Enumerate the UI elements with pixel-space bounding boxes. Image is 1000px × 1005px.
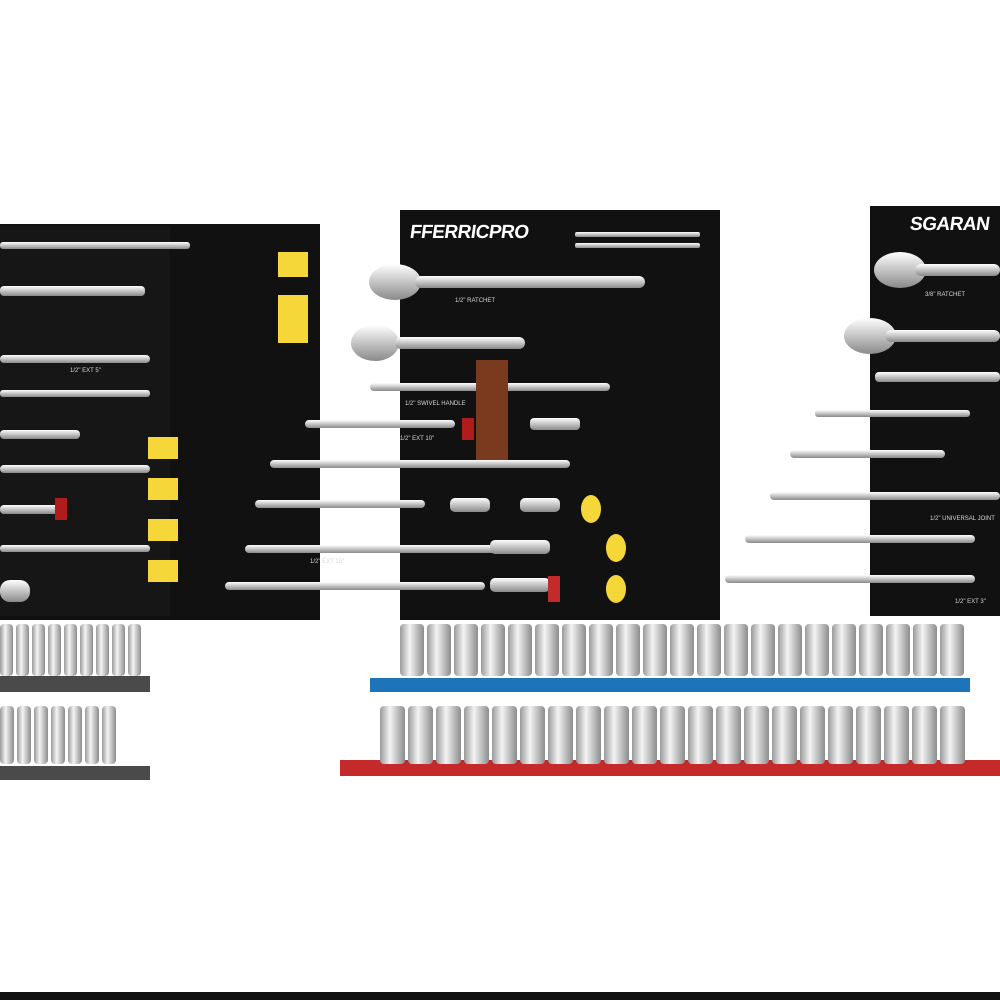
socket xyxy=(17,706,31,764)
socket xyxy=(697,624,721,676)
socket xyxy=(51,706,65,764)
socket xyxy=(548,706,573,764)
socket xyxy=(68,706,82,764)
socket xyxy=(800,706,825,764)
socket xyxy=(604,706,629,764)
socket xyxy=(913,624,937,676)
label-ext10: 1/2" EXT 10" xyxy=(400,436,434,442)
socket xyxy=(492,706,517,764)
socket xyxy=(0,706,14,764)
label-ext5: 1/2" EXT 5" xyxy=(70,368,101,374)
left-foam-tray xyxy=(0,224,320,620)
socket xyxy=(856,706,881,764)
socket xyxy=(643,624,667,676)
label-ratchet-right: 3/8" RATCHET xyxy=(925,292,965,298)
socket xyxy=(380,706,405,764)
socket xyxy=(886,624,910,676)
label-universal: 1/2" UNIVERSAL JOINT xyxy=(930,516,995,522)
label-swivel: 1/2" SWIVEL HANDLE xyxy=(405,401,466,407)
socket xyxy=(562,624,586,676)
brand-logo-right: SGARAN xyxy=(908,214,991,235)
socket xyxy=(724,624,748,676)
socket xyxy=(128,624,141,676)
socket xyxy=(481,624,505,676)
socket-row-bottom xyxy=(0,706,965,764)
socket xyxy=(670,624,694,676)
socket xyxy=(112,624,125,676)
socket xyxy=(102,706,116,764)
socket xyxy=(805,624,829,676)
socket xyxy=(454,624,478,676)
socket xyxy=(772,706,797,764)
socket xyxy=(16,624,29,676)
socket xyxy=(96,624,109,676)
socket xyxy=(751,624,775,676)
socket xyxy=(508,624,532,676)
socket xyxy=(64,624,77,676)
socket xyxy=(535,624,559,676)
socket xyxy=(576,706,601,764)
socket xyxy=(408,706,433,764)
socket xyxy=(427,624,451,676)
socket xyxy=(436,706,461,764)
socket xyxy=(859,624,883,676)
socket xyxy=(744,706,769,764)
socket xyxy=(940,706,965,764)
socket xyxy=(688,706,713,764)
socket xyxy=(716,706,741,764)
label-ext3: 1/2" EXT 3" xyxy=(955,599,986,605)
socket xyxy=(616,624,640,676)
socket xyxy=(832,624,856,676)
socket xyxy=(940,624,964,676)
socket xyxy=(400,624,424,676)
socket xyxy=(464,706,489,764)
socket xyxy=(34,706,48,764)
socket xyxy=(32,624,45,676)
socket xyxy=(778,624,802,676)
socket-row-top xyxy=(0,624,964,676)
socket xyxy=(48,624,61,676)
brand-logo: FFERRICPRO xyxy=(408,222,531,243)
socket xyxy=(884,706,909,764)
socket xyxy=(912,706,937,764)
socket xyxy=(520,706,545,764)
socket xyxy=(85,706,99,764)
socket xyxy=(828,706,853,764)
socket xyxy=(632,706,657,764)
right-foam-tray: 3/8" RATCHET 1/2" UNIVERSAL JOINT 1/2" E… xyxy=(725,206,1000,616)
socket xyxy=(660,706,685,764)
bottom-border xyxy=(0,992,1000,1000)
label-ext15: 1/2" EXT 15" xyxy=(310,559,344,565)
socket xyxy=(589,624,613,676)
center-foam-tray: 1/2" RATCHET 1/2" SWIVEL HANDLE 1/2" EXT… xyxy=(70,210,720,620)
socket xyxy=(0,624,13,676)
label-ratchet: 1/2" RATCHET xyxy=(455,298,495,304)
socket xyxy=(80,624,93,676)
